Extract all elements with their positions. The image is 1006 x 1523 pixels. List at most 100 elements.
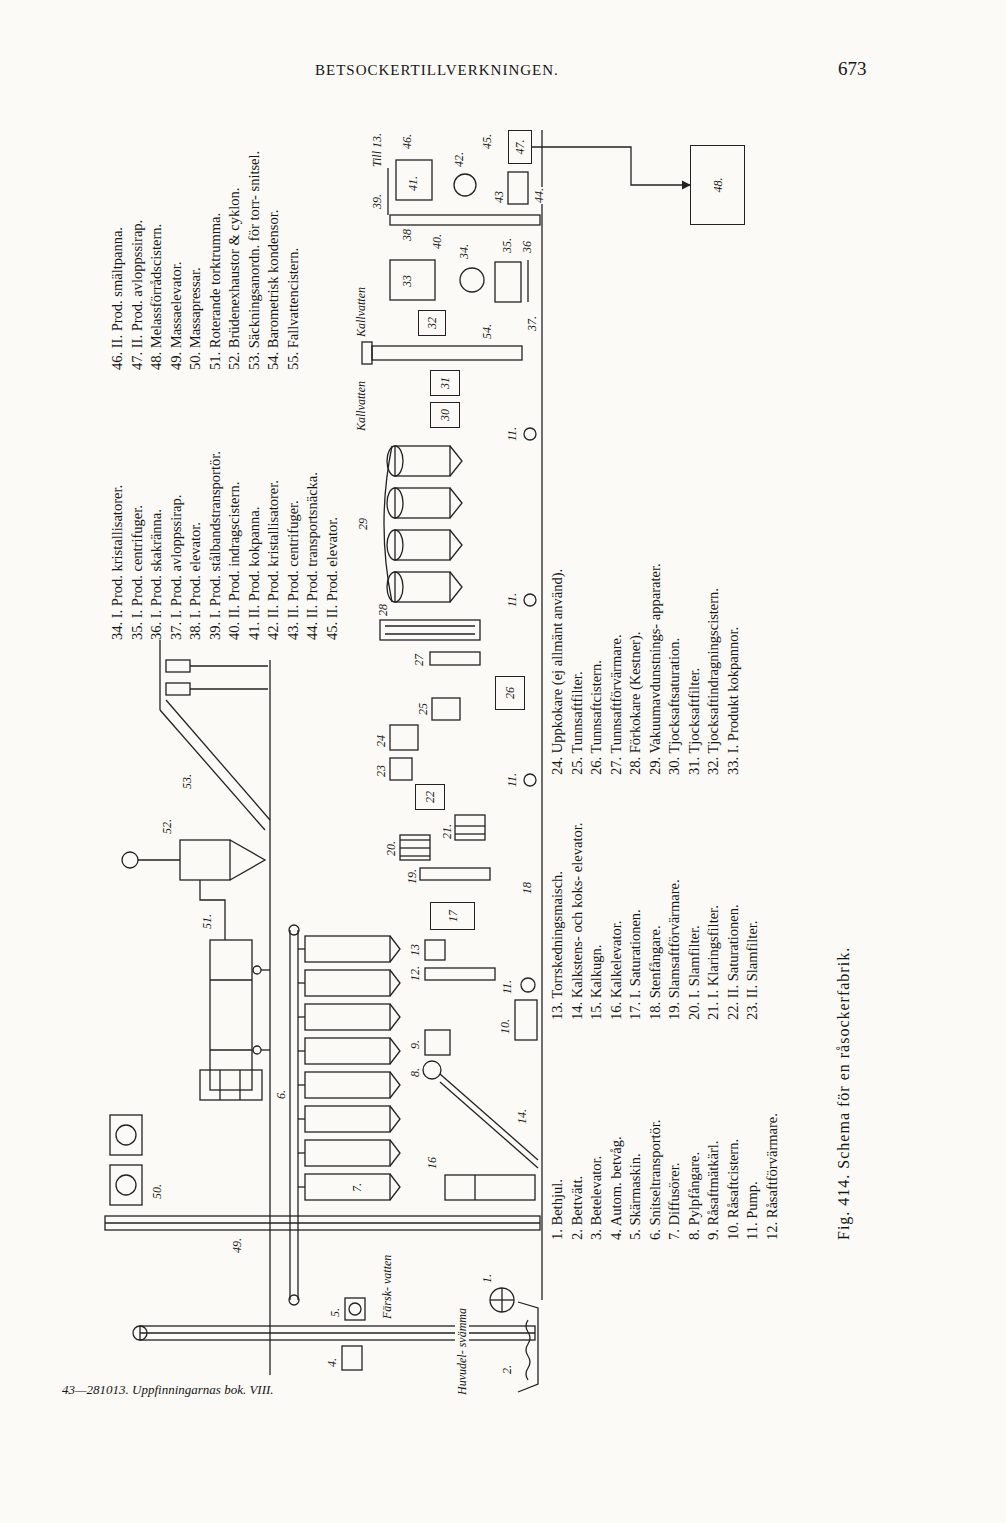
callout-number: Färsk- vatten bbox=[380, 1254, 394, 1320]
legend-column: 34. I. Prod. kristallisatorer.35. I. Pro… bbox=[108, 400, 342, 640]
callout-number: 4. bbox=[325, 1357, 339, 1368]
equipment-box: 47. bbox=[508, 130, 532, 164]
legend-item: 53. Säckningsanordn. för torr- snitsel. bbox=[245, 130, 265, 370]
equipment-number: 22 bbox=[423, 791, 437, 803]
callout-number: 33 bbox=[400, 274, 414, 288]
callout-number: 45. bbox=[480, 133, 494, 150]
callout-number: 8. bbox=[408, 1067, 422, 1078]
legend-item: 26. Tunnsaftcistern. bbox=[587, 525, 607, 775]
legend-item: 2. Bettvätt. bbox=[568, 1030, 588, 1240]
legend-item: 29. Vakuumavdunstnings- apparater. bbox=[646, 525, 666, 775]
legend-item: 15. Kalkugn. bbox=[587, 785, 607, 1020]
pulp-elevator bbox=[105, 1216, 540, 1230]
legend-item: 32. Tjocksaftindragningscistern. bbox=[704, 525, 724, 775]
callout-number: 5. bbox=[328, 1307, 342, 1318]
callout-number: 29 bbox=[356, 517, 370, 531]
running-head: BETSOCKERTILLVERKNINGEN. bbox=[315, 62, 559, 79]
floor-lines bbox=[270, 130, 542, 1375]
callout-number: 43 bbox=[492, 190, 506, 204]
callout-number: 11. bbox=[505, 426, 519, 442]
beet-elevator bbox=[133, 1326, 535, 1340]
callout-number: Kallvatten bbox=[354, 380, 368, 432]
legend-item: 10. Råsaftcistern. bbox=[724, 1030, 744, 1240]
pulp-presses bbox=[110, 1115, 142, 1205]
callout-number: 18 bbox=[520, 881, 534, 895]
callout-number: 2. bbox=[500, 1364, 514, 1375]
callout-number: 11. bbox=[505, 592, 519, 608]
legend-item: 20. I. Slamfilter. bbox=[685, 785, 705, 1020]
flume bbox=[518, 1302, 538, 1392]
legend-item: 45. II. Prod. elevator. bbox=[323, 400, 343, 640]
scale-and-cutter bbox=[342, 1298, 365, 1370]
beet-wheel bbox=[490, 1288, 514, 1312]
legend-item: 46. II. Prod. smältpanna. bbox=[108, 130, 128, 370]
callout-number: 52. bbox=[160, 818, 174, 835]
legend-item: 22. II. Saturationen. bbox=[724, 785, 744, 1020]
legend-column: 13. Torrskedningsmaisch.14. Kalkstens- o… bbox=[548, 785, 763, 1020]
legend-item: 41. II. Prod. kokpanna. bbox=[245, 400, 265, 640]
legend-item: 55. Fallvattencistern. bbox=[284, 130, 304, 370]
figure-caption: Fig. 414. Schema för en råsockerfabrik. bbox=[835, 947, 853, 1240]
pipe-connector bbox=[532, 147, 690, 185]
equipment-box: 30 bbox=[430, 402, 460, 428]
carbonation-and-filters bbox=[390, 652, 536, 880]
callout-number: 24 bbox=[374, 734, 388, 748]
legend-item: 23. II. Slamfilter. bbox=[743, 785, 763, 1020]
callout-number: 1. bbox=[480, 1273, 494, 1284]
equipment-number: 47. bbox=[513, 140, 527, 155]
legend-item: 38. I. Prod. elevator. bbox=[186, 400, 206, 640]
callout-number: 19. bbox=[405, 868, 419, 885]
callout-number: 40. bbox=[430, 233, 444, 250]
callout-number: 37. bbox=[525, 315, 539, 332]
legend-item: 40. II. Prod. indragscistern. bbox=[225, 400, 245, 640]
legend-item: 13. Torrskedningsmaisch. bbox=[548, 785, 568, 1020]
legend-item: 36. I. Prod. skakränna. bbox=[147, 400, 167, 640]
cyclone bbox=[122, 840, 265, 880]
callout-number: 51. bbox=[200, 913, 214, 930]
callout-number: 38 bbox=[400, 228, 414, 242]
callout-number: Till 13. bbox=[370, 132, 384, 168]
legend-column: 24. Uppkokare (ej allmänt använd).25. Tu… bbox=[548, 525, 743, 775]
legend-column: 1. Bethjul.2. Bettvätt.3. Betelevator.4.… bbox=[548, 1030, 782, 1240]
bagging-conveyor bbox=[160, 640, 270, 830]
callout-number: 39. bbox=[370, 193, 384, 210]
legend-item: 51. Roterande torktrumma. bbox=[206, 130, 226, 370]
equipment-number: 31 bbox=[438, 377, 452, 389]
equipment-number: 32 bbox=[425, 317, 439, 329]
evaporators bbox=[380, 428, 536, 640]
barometric-condenser bbox=[362, 342, 522, 364]
legend-item: 11. Pump. bbox=[743, 1030, 763, 1240]
legend-item: 43. II. Prod. centrifuger. bbox=[284, 400, 304, 640]
legend-item: 21. I. Klaringsfilter. bbox=[704, 785, 724, 1020]
callout-number: 35. bbox=[500, 237, 514, 254]
lime-kiln bbox=[440, 1074, 538, 1200]
legend-item: 28. Förkokare (Kestner). bbox=[626, 525, 646, 775]
legend-item: 42. II. Prod. kristallisatorer. bbox=[264, 400, 284, 640]
callout-number: 20. bbox=[384, 840, 398, 857]
callout-number: 49. bbox=[230, 1237, 244, 1254]
callout-number: 9. bbox=[408, 1039, 422, 1050]
legend-item: 9. Råsaftmätkärl. bbox=[704, 1030, 724, 1240]
legend-item: 16. Kalkelevator. bbox=[607, 785, 627, 1020]
legend-item: 31. Tjocksaftfilter. bbox=[685, 525, 705, 775]
callout-number: 42. bbox=[452, 151, 466, 168]
page-footer: 43—281013. Uppfinningarnas bok. VIII. bbox=[62, 1382, 274, 1398]
legend-item: 14. Kalkstens- och koks- elevator. bbox=[568, 785, 588, 1020]
legend-item: 24. Uppkokare (ej allmänt använd). bbox=[548, 525, 568, 775]
callout-number: 16 bbox=[425, 1156, 439, 1170]
legend-item: 17. I. Saturationen. bbox=[626, 785, 646, 1020]
callout-number: 14. bbox=[515, 1108, 529, 1125]
callout-number: 11. bbox=[505, 772, 519, 788]
callout-number: 23 bbox=[374, 764, 388, 778]
callout-number: 25 bbox=[416, 702, 430, 716]
legend-item: 47. II. Prod. avloppssirap. bbox=[128, 130, 148, 370]
equipment-box: 32 bbox=[418, 310, 446, 336]
legend-item: 49. Massaelevator. bbox=[167, 130, 187, 370]
legend-item: 54. Barometrisk kondensor. bbox=[264, 130, 284, 370]
equipment-box: 31 bbox=[430, 370, 460, 396]
callout-number: 11. bbox=[500, 979, 514, 995]
legend-item: 39. I. Prod. stålbandstransportör. bbox=[206, 400, 226, 640]
callout-number: 7. bbox=[350, 1182, 364, 1193]
legend-item: 48. Melassförrådscistern. bbox=[147, 130, 167, 370]
